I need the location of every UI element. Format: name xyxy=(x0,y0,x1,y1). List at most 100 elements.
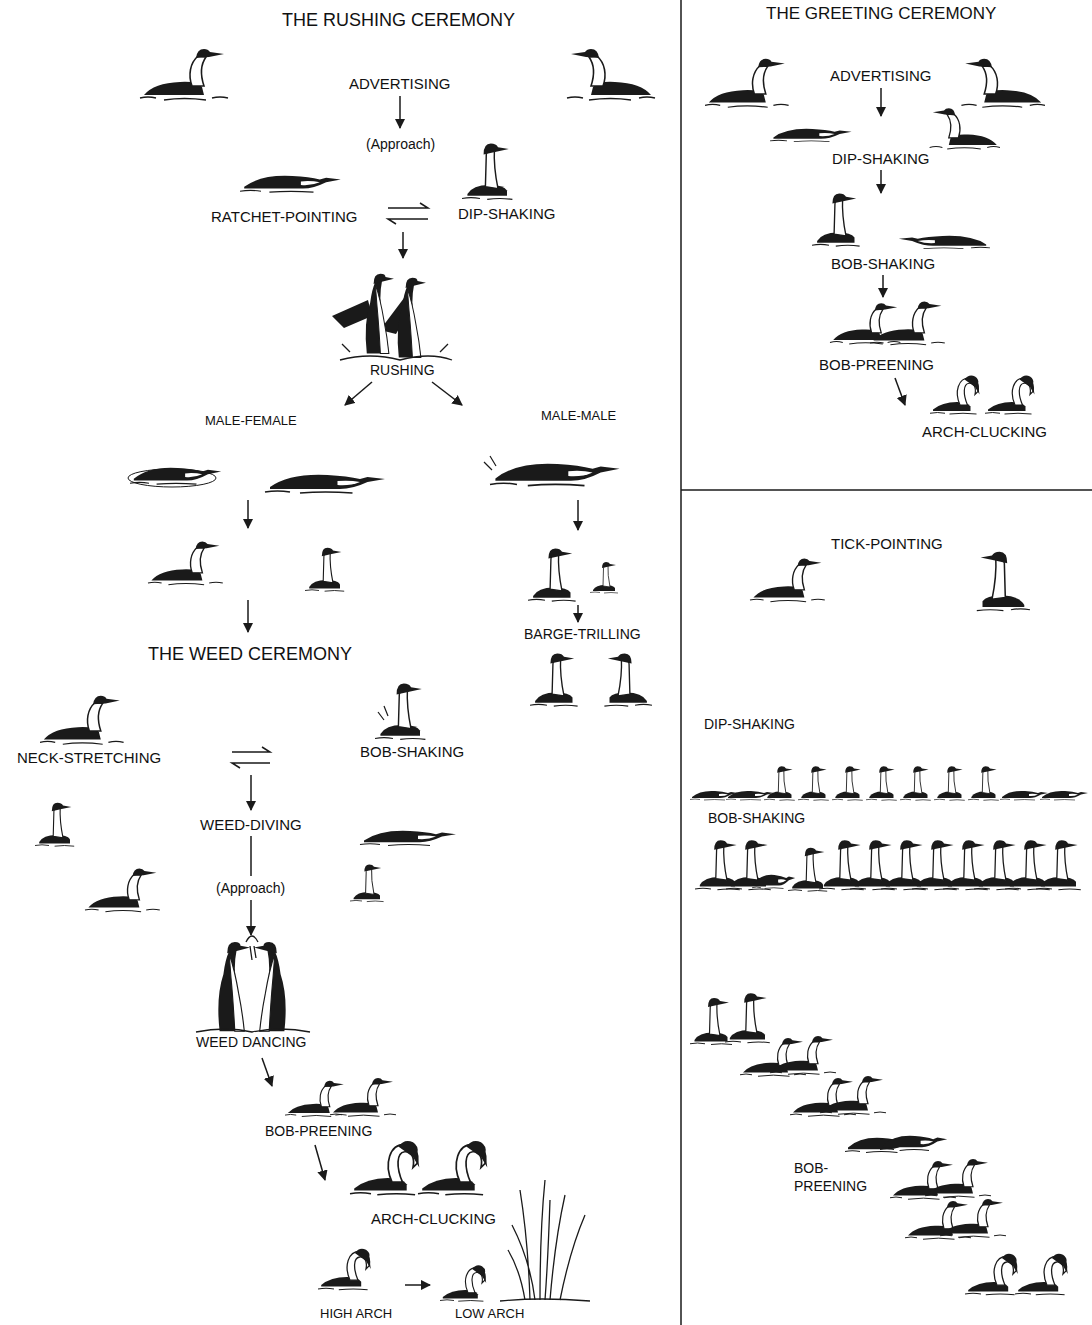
figure-part xyxy=(812,193,860,246)
figure-part xyxy=(350,864,384,901)
figure-part xyxy=(1000,791,1048,800)
stage-label: (Approach) xyxy=(216,880,285,898)
arrow-line xyxy=(895,378,905,405)
figure-part xyxy=(440,1265,486,1301)
figure-part xyxy=(305,548,344,591)
stage-label: DIP-SHAKING xyxy=(832,150,930,169)
figure-part xyxy=(968,766,999,800)
figure-part xyxy=(590,562,618,593)
figure-part xyxy=(378,706,388,720)
figure-part xyxy=(528,548,576,601)
figure-part xyxy=(604,653,652,706)
figure-part xyxy=(1040,791,1088,800)
figure-part xyxy=(905,1201,971,1239)
ceremony-heading: THE WEED CEREMONY xyxy=(148,643,352,666)
arrow-line xyxy=(247,600,249,632)
figure-part xyxy=(832,766,863,800)
figure-part xyxy=(388,203,428,224)
figure-part xyxy=(130,468,221,484)
stage-label: BARGE-TRILLING xyxy=(524,626,641,644)
figure-part xyxy=(940,1199,1006,1237)
stage-label: ADVERTISING xyxy=(349,75,450,94)
arrow-line xyxy=(405,1284,430,1286)
stage-label: ARCH-CLUCKING xyxy=(371,1210,496,1229)
stage-label: RATCHET-POINTING xyxy=(211,208,357,227)
figure-part xyxy=(866,766,897,800)
figure-part xyxy=(128,469,216,487)
figure-part xyxy=(490,464,620,486)
panel-divider xyxy=(680,0,682,1325)
stage-label: BOB-SHAKING xyxy=(360,743,464,762)
figure-part xyxy=(965,1254,1018,1295)
figure-part xyxy=(398,278,426,358)
figure-part xyxy=(246,936,258,960)
figure-part xyxy=(330,1078,396,1116)
figure-part xyxy=(977,552,1030,611)
stage-label: ARCH-CLUCKING xyxy=(922,423,1047,442)
figure-part xyxy=(930,108,1000,149)
figure-part xyxy=(265,475,385,493)
figure-part xyxy=(35,803,74,846)
figure-part xyxy=(930,376,980,415)
stage-label: MALE-MALE xyxy=(541,408,616,424)
arrow-line xyxy=(880,88,882,116)
stage-label: LOW ARCH xyxy=(455,1306,524,1322)
figure-part xyxy=(752,875,795,889)
figure-part xyxy=(1036,840,1081,890)
figure-part xyxy=(900,766,931,800)
ceremony-heading: THE RUSHING CEREMONY xyxy=(282,9,515,32)
stage-label: BOB-PREENING xyxy=(265,1123,372,1141)
figure-part xyxy=(740,1038,806,1076)
figure-part xyxy=(899,236,990,249)
figure-part xyxy=(567,49,655,100)
stage-label: HIGH ARCH xyxy=(320,1306,392,1322)
ceremony-heading: THE GREETING CEREMONY xyxy=(766,3,996,24)
figure-part xyxy=(985,376,1035,415)
arrow-line xyxy=(432,382,462,405)
stage-label: MALE-FEMALE xyxy=(205,413,297,429)
arrow-line xyxy=(247,500,249,528)
figure-part xyxy=(254,942,286,1031)
figure-part xyxy=(462,144,512,200)
stage-label: WEED DANCING xyxy=(196,1034,306,1052)
figure-part xyxy=(790,1078,856,1116)
stage-label: BOB-SHAKING xyxy=(831,255,935,274)
stage-label: DIP-SHAKING xyxy=(458,205,556,224)
figure-part xyxy=(148,541,223,584)
figure-part xyxy=(770,129,852,142)
stage-label: NECK-STRETCHING xyxy=(17,749,161,768)
figure-part xyxy=(240,176,341,192)
figure-part xyxy=(770,1036,836,1074)
figure-part xyxy=(764,766,795,800)
stage-label: (Approach) xyxy=(366,136,435,154)
stage-label: WEED-DIVING xyxy=(200,816,302,835)
arrow-line xyxy=(577,605,579,622)
arrow-line xyxy=(399,96,401,128)
figure-part xyxy=(318,1249,371,1290)
grebe-figures xyxy=(35,49,1088,1301)
figure-part xyxy=(820,1076,886,1114)
figure-part xyxy=(140,49,228,100)
figure-part xyxy=(934,766,965,800)
stage-label: ADVERTISING xyxy=(830,67,931,86)
figure-part xyxy=(500,1180,590,1301)
figure-part xyxy=(870,301,945,344)
figure-part xyxy=(750,558,825,601)
figure-part xyxy=(961,59,1045,107)
figure-part xyxy=(1015,1254,1068,1295)
figure-part xyxy=(690,998,732,1045)
figure-part xyxy=(725,993,770,1043)
figure-part xyxy=(360,831,456,846)
figure-part xyxy=(500,1299,590,1301)
arrow-line xyxy=(250,775,252,810)
figure-part xyxy=(85,868,160,911)
figure-part xyxy=(798,766,829,800)
arrow-line xyxy=(250,836,252,876)
flow-arrows xyxy=(232,88,905,1285)
arrow-line xyxy=(250,900,252,935)
figure-part xyxy=(375,684,425,740)
figure-part xyxy=(880,1136,947,1151)
figure-part xyxy=(508,1180,585,1300)
stage-label: BOB- PREENING xyxy=(794,1160,878,1195)
